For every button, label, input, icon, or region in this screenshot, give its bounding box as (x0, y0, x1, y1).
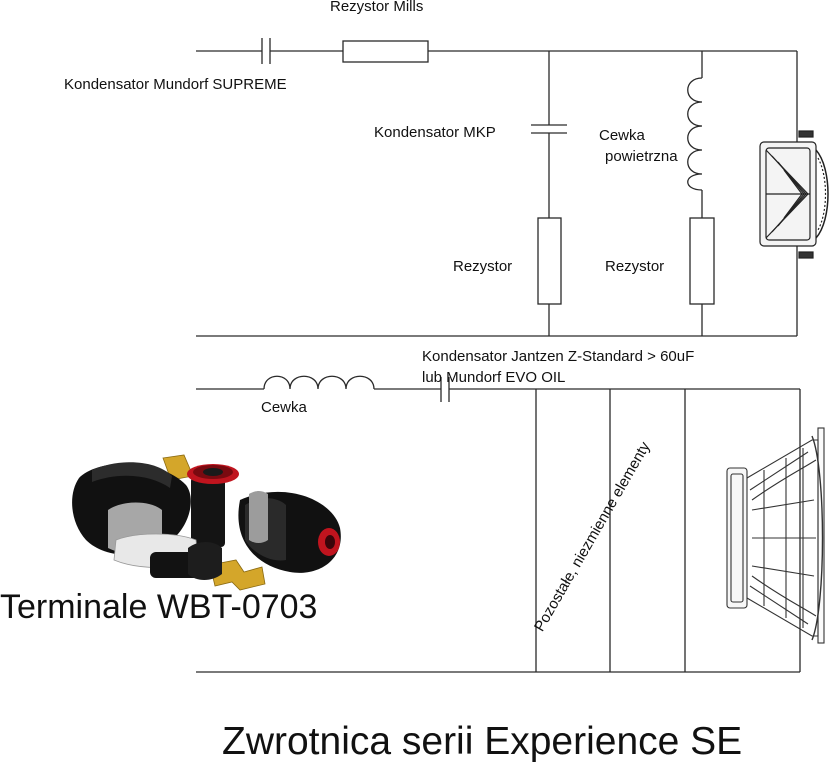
capacitor-jantzen-label-line2: lub Mundorf EVO OIL (422, 369, 566, 386)
resistor-right-body (689, 217, 715, 305)
capacitor-jantzen-label-line1: Kondensator Jantzen Z-Standard > 60uF (422, 348, 695, 365)
capacitor-supreme-label: Kondensator Mundorf SUPREME (64, 76, 287, 93)
resistor-left-body (537, 217, 562, 305)
coil-label: Cewka (261, 399, 307, 416)
binding-post-terminals-icon (72, 454, 341, 591)
diagram-title: Zwrotnica serii Experience SE (222, 720, 743, 763)
air-coil-label-line1: Cewka (599, 127, 645, 144)
coil-winding (263, 375, 375, 390)
air-coil-winding (687, 77, 703, 191)
tweeter-speaker-icon (759, 130, 829, 259)
resistor-mills-body (342, 40, 429, 63)
resistor-mills-label: Rezystor Mills (330, 0, 424, 15)
terminals-label: Terminale WBT-0703 (0, 588, 318, 626)
resistor-left-label: Rezystor (453, 258, 513, 275)
air-coil-label-line2: powietrzna (605, 148, 678, 165)
woofer-circuit (196, 375, 801, 673)
tweeter-circuit (196, 38, 798, 337)
resistor-right-label: Rezystor (605, 258, 665, 275)
capacitor-mkp-label: Kondensator MKP (374, 124, 496, 141)
woofer-speaker-icon (726, 427, 825, 644)
